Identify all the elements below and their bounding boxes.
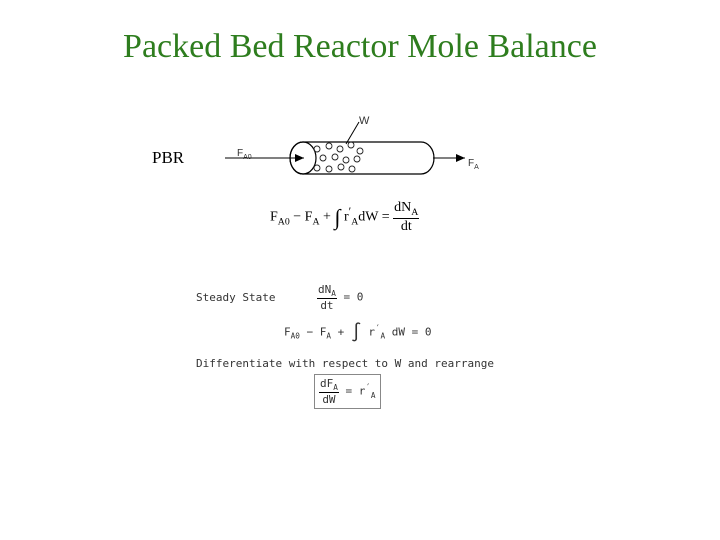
steady-state-derivative: dNA dt = 0 (317, 283, 364, 313)
page-title: Packed Bed Reactor Mole Balance (123, 28, 597, 65)
steady-state-balance: FA0 − FA + ∫ r′A dW = 0 (284, 322, 432, 343)
pbr-design-equation: dFA dW = r′A (314, 374, 381, 410)
catalyst-pellets (313, 141, 364, 173)
differentiate-label: Differentiate with respect to W and rear… (196, 357, 495, 370)
inlet-arrow-head (295, 154, 304, 162)
steady-state-label: Steady State (196, 291, 276, 304)
w-pointer-line (345, 121, 360, 145)
reactor-diagram: W FA0 FA (225, 115, 479, 175)
inlet-label: FA0 (237, 148, 252, 161)
outlet-arrow-head (456, 154, 465, 162)
w-label: W (359, 115, 370, 127)
pbr-label: PBR (152, 148, 185, 167)
general-derivative-fraction: dNA dt (393, 200, 420, 234)
general-mole-balance-equation: FA0 − FA + ∫ r′AdW = dNA dt (270, 200, 420, 234)
outlet-label: FA (468, 158, 479, 171)
